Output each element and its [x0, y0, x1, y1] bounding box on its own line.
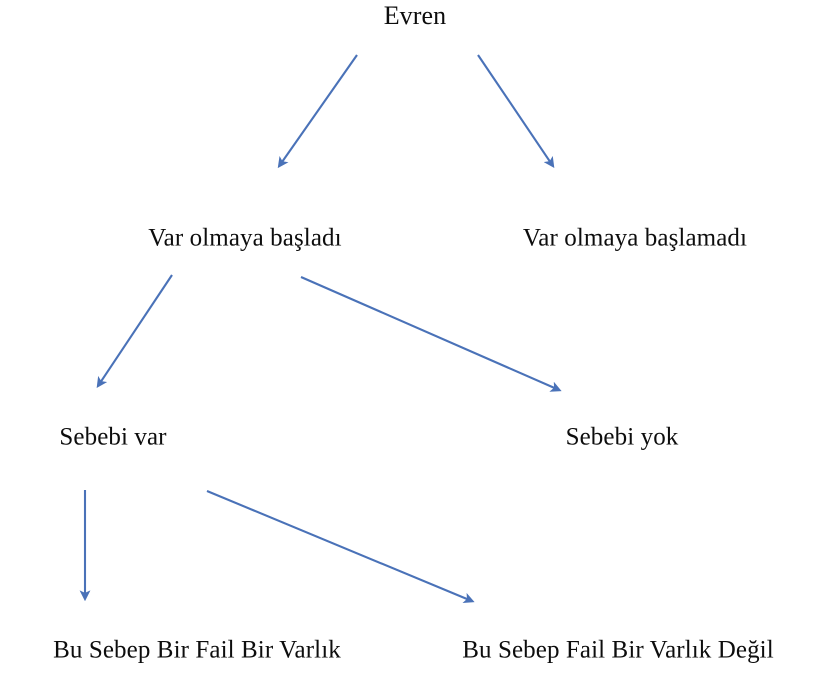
node-fail-varlik: Bu Sebep Bir Fail Bir Varlık [53, 636, 341, 664]
arrow-evren-to-basladi [277, 54, 358, 169]
arrow-evren-to-baslamadi [477, 54, 555, 169]
node-fail-varlik-degil: Bu Sebep Fail Bir Varlık Değil [462, 636, 774, 664]
node-baslamadi: Var olmaya başlamadı [522, 224, 748, 252]
arrow-basladi-to-sebebi-yok [300, 276, 562, 392]
node-evren: Evren [383, 1, 447, 30]
arrow-basladi-to-sebebi-var [96, 274, 173, 389]
arrow-sebebi-var-to-fail-degil [206, 490, 475, 604]
node-sebebi-var: Sebebi var [59, 423, 167, 451]
node-sebebi-yok: Sebebi yok [565, 423, 679, 451]
node-basladi: Var olmaya başladı [148, 224, 342, 252]
